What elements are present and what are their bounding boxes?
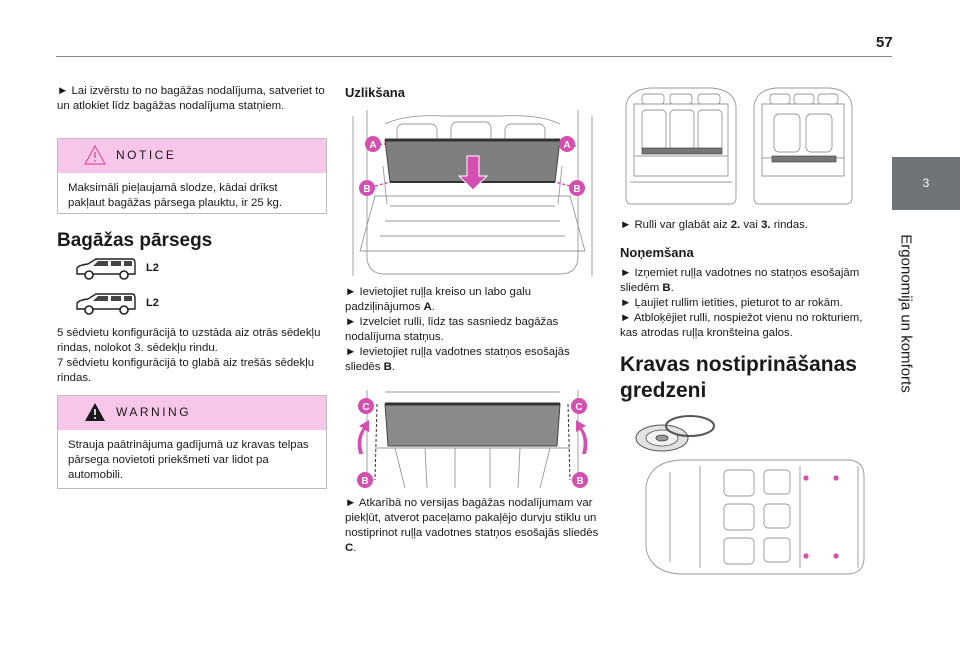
col1-intro: ► Lai izvērstu to no bagāžas nodalījuma,… <box>57 84 325 114</box>
svg-text:B: B <box>361 476 368 487</box>
warning-box: WARNING Strauja paātrinājuma gadījumā uz… <box>57 395 327 489</box>
notice-box: NOTICE Maksimāli pieļaujamā slodze, kāda… <box>57 138 327 214</box>
car-label-2: L2 <box>146 297 159 309</box>
step-unlock: ► Atbloķējiet rulli, nospiežot vienu no … <box>620 312 863 339</box>
label-a-left: A <box>365 136 381 152</box>
step-remove-guides: ► Izņemiet ruļļa vadotnes no statņos eso… <box>620 267 860 294</box>
label-a-right: A <box>559 136 575 152</box>
label-b-right: B <box>569 180 585 196</box>
step-pull-roller: ► Izvelciet rulli, līdz tas sasniedz bag… <box>345 316 559 343</box>
step-insert-ends: ► Ievietojiet ruļļa kreiso un labo galu … <box>345 286 532 313</box>
illustration-storage-row2 <box>625 87 737 205</box>
svg-text:B: B <box>573 184 580 195</box>
tailgate-step: ► Atkarībā no versijas bagāžas nodalījum… <box>345 497 599 554</box>
chapter-title: Ergonomija un komforts <box>876 225 932 405</box>
svg-text:A: A <box>563 140 570 151</box>
car-label-1: L2 <box>146 262 159 274</box>
illustration-storage-row3 <box>753 87 853 205</box>
label-b-left: B <box>359 180 375 196</box>
section-heading-fitting: Uzlikšana <box>345 85 405 100</box>
removal-steps: ► Izņemiet ruļļa vadotnes no statņos eso… <box>620 266 870 341</box>
lashing-ring-icon <box>635 415 715 452</box>
svg-text:B: B <box>363 184 370 195</box>
bullet-icon: ► <box>620 312 632 324</box>
label-c-right: C <box>571 398 587 414</box>
intro-text: Lai izvērstu to no bagāžas nodalījuma, s… <box>57 85 325 112</box>
svg-text:B: B <box>576 476 583 487</box>
bullet-icon: ► <box>345 286 357 298</box>
ring-marker <box>833 475 839 481</box>
notice-text: Maksimāli pieļaujamā slodze, kādai drīks… <box>68 182 283 209</box>
page-number: 57 <box>876 34 893 51</box>
bullet-icon: ► <box>620 267 632 279</box>
notice-header: NOTICE <box>58 139 326 173</box>
warning-triangle-filled-icon <box>85 403 105 421</box>
section-heading-removal: Noņemšana <box>620 245 694 260</box>
label-b-left: B <box>357 472 373 488</box>
van-side-icon <box>76 258 136 280</box>
bullet-icon: ► <box>620 297 632 309</box>
storage-step: ► Rulli var glabāt aiz 2. vai 3. rindas. <box>620 219 808 231</box>
step-insert-guides: ► Ievietojiet ruļļa vadotnes statņos eso… <box>345 346 570 373</box>
van-side-icon <box>76 293 136 315</box>
step-let-roll: ► Ļaujiet rullim ietīties, pieturot to a… <box>620 297 843 309</box>
label-b-right: B <box>572 472 588 488</box>
warning-text: Strauja paātrinājuma gadījumā uz kravas … <box>68 439 309 481</box>
label-c-left: C <box>358 398 374 414</box>
bullet-icon: ► <box>345 497 357 509</box>
warning-triangle-outline-icon <box>84 145 106 165</box>
section-heading-cover: Bagāžas pārsegs <box>57 230 213 251</box>
section-heading-rings: Kravas nostiprināšanas gredzeni <box>620 353 857 402</box>
svg-text:C: C <box>575 402 582 413</box>
bullet-icon: ► <box>345 316 357 328</box>
para-7-seats: 7 sēdvietu konfigurācijā to glabā aiz tr… <box>57 357 315 384</box>
bullet-icon: ► <box>620 219 632 231</box>
svg-text:C: C <box>362 402 369 413</box>
illustration-cover-fitting: A A B B <box>352 110 593 276</box>
bullet-icon: ► <box>57 85 69 97</box>
svg-text:A: A <box>369 140 376 151</box>
col1-paragraphs: 5 sēdvietu konfigurācijā to uzstāda aiz … <box>57 326 325 386</box>
bullet-icon: ► <box>345 346 357 358</box>
fitting-steps: ► Ievietojiet ruļļa kreiso un labo galu … <box>345 285 600 375</box>
ring-marker <box>833 553 839 559</box>
para-5-seats: 5 sēdvietu konfigurācijā to uzstāda aiz … <box>57 327 321 354</box>
warning-label: WARNING <box>116 405 192 419</box>
illustration-cover-tailgate: C C B B <box>357 390 588 489</box>
ring-marker <box>803 553 809 559</box>
top-divider <box>56 56 892 57</box>
illustration-cargo-rings-topview <box>645 459 865 575</box>
chapter-tab[interactable]: 3 <box>892 157 960 210</box>
ring-marker <box>803 475 809 481</box>
chapter-title-text: Ergonomija un komforts <box>897 234 915 393</box>
notice-label: NOTICE <box>116 148 177 162</box>
warning-header: WARNING <box>58 396 326 430</box>
